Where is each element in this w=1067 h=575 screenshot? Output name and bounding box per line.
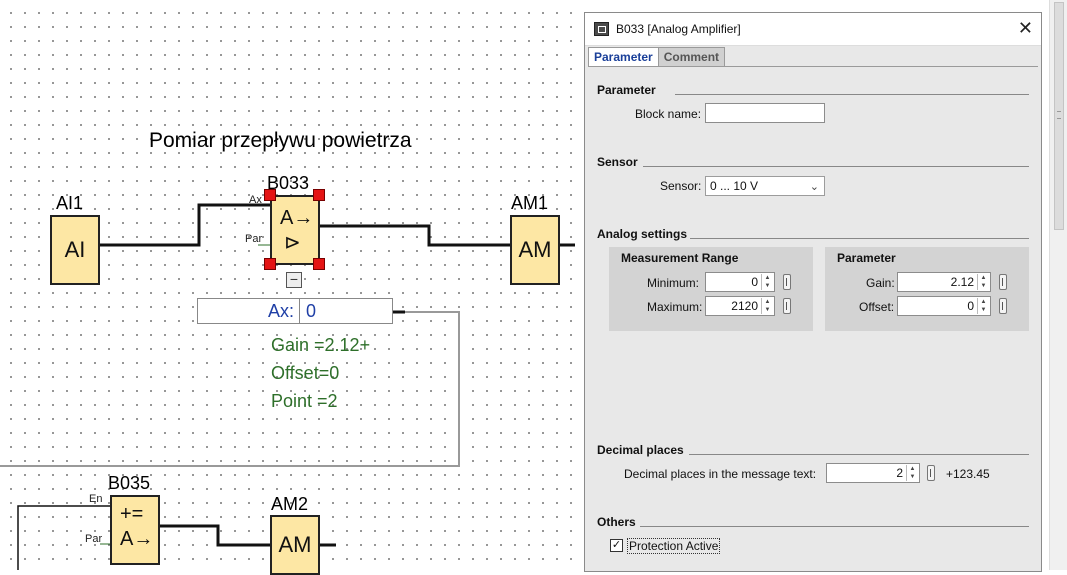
dialog-title: B033 [Analog Amplifier] (616, 22, 741, 36)
sensor-select[interactable]: 0 ... 10 V ⌄ (705, 176, 825, 196)
gain-label: Gain: (866, 276, 895, 290)
minimum-input[interactable]: 0 ▲▼ (705, 272, 775, 292)
maximum-input[interactable]: 2120 ▲▼ (705, 296, 775, 316)
block-name-label: Block name: (635, 107, 702, 121)
protection-label[interactable]: Protection Active (627, 538, 721, 554)
collapse-params-button[interactable]: − (286, 272, 302, 288)
block-b035-pin-en: En (89, 493, 103, 505)
gain-value: 2.12 (950, 275, 974, 289)
dialog-tabs: Parameter Comment (588, 47, 726, 67)
group-divider (689, 454, 1029, 455)
decimal-places-spinner[interactable]: ▲▼ (906, 465, 918, 481)
diagram-heading: Pomiar przepływu powietrza (149, 129, 412, 152)
offset-spinner[interactable]: ▲▼ (977, 298, 989, 314)
amplifier-icon: ⊳ (284, 232, 301, 254)
resize-handle-top-right[interactable] (313, 189, 325, 201)
ax-value: 0 (306, 301, 317, 321)
group-divider (643, 166, 1029, 167)
sensor-label: Sensor: (660, 179, 702, 193)
group-divider (690, 238, 1029, 239)
wire-ai1-b033 (99, 203, 270, 247)
param-point-text: Point =2 (271, 391, 338, 411)
parameter-panel: Parameter Gain: 2.12 ▲▼ Offset: 0 ▲▼ (825, 247, 1029, 331)
ax-display: Ax: 0 (197, 298, 393, 324)
group-sensor-heading: Sensor (597, 155, 638, 169)
offset-label: Offset: (859, 300, 895, 314)
maximum-link-icon[interactable] (783, 298, 791, 314)
minimum-link-icon[interactable] (783, 274, 791, 290)
block-b035-title: B035 (108, 473, 151, 493)
block-b033-pin-ax: Ax (249, 194, 262, 206)
gain-input[interactable]: 2.12 ▲▼ (897, 272, 991, 292)
block-app-icon (594, 22, 609, 36)
parameter-panel-heading: Parameter (837, 251, 896, 265)
gain-link-icon[interactable] (999, 274, 1007, 290)
param-offset-text: Offset=0 (271, 363, 340, 383)
block-am2-title: AM2 (271, 494, 309, 514)
decimal-preview: +123.45 (946, 467, 990, 481)
gain-spinner[interactable]: ▲▼ (977, 274, 989, 290)
block-am2-symbol: AM (278, 532, 312, 557)
sensor-select-value: 0 ... 10 V (710, 179, 759, 193)
decimal-link-icon[interactable] (927, 465, 935, 481)
maximum-value: 2120 (731, 299, 758, 313)
close-icon[interactable]: ✕ (1017, 18, 1033, 38)
tab-parameter[interactable]: Parameter (588, 47, 659, 67)
block-b035-symbol-bottom: A→ (120, 528, 154, 550)
protection-checkbox[interactable]: ✓ (610, 539, 623, 552)
vertical-scrollbar[interactable] (1049, 0, 1067, 570)
tab-divider (588, 66, 1038, 67)
group-others-heading: Others (597, 515, 636, 529)
maximum-spinner[interactable]: ▲▼ (761, 298, 773, 314)
analog-amplifier-dialog: B033 [Analog Amplifier] ✕ Parameter Comm… (584, 12, 1042, 572)
group-parameter-heading: Parameter (597, 83, 656, 97)
param-gain-text: Gain =2.12+ (271, 335, 371, 355)
block-am1[interactable]: AM (510, 215, 560, 285)
measurement-range-panel: Measurement Range Minimum: 0 ▲▼ Maximum:… (609, 247, 813, 331)
measurement-range-heading: Measurement Range (621, 251, 739, 265)
wire-b035-am2 (159, 524, 272, 547)
maximum-label: Maximum: (647, 300, 703, 314)
wire-b035-en (17, 505, 110, 570)
block-am2[interactable]: AM (270, 515, 320, 575)
block-am1-symbol: AM (518, 237, 552, 262)
block-name-input[interactable] (705, 103, 825, 123)
block-am1-title: AM1 (511, 193, 549, 213)
block-b033-symbol-top: A→ (280, 207, 314, 229)
block-ai1[interactable]: AI (50, 215, 100, 285)
ax-label: Ax: (198, 299, 300, 323)
resize-handle-bottom-right[interactable] (313, 258, 325, 270)
dialog-titlebar[interactable]: B033 [Analog Amplifier] ✕ (585, 13, 1041, 46)
group-decimal-heading: Decimal places (597, 443, 684, 457)
minimum-value: 0 (751, 275, 758, 289)
tab-comment[interactable]: Comment (658, 47, 726, 67)
chevron-down-icon: ⌄ (809, 181, 819, 193)
wiring-layer (0, 203, 575, 570)
wire-b033-am1 (320, 224, 512, 247)
resize-handle-bottom-left[interactable] (264, 258, 276, 270)
decimal-places-label: Decimal places in the message text: (624, 467, 817, 481)
block-b033-pin-par: Par (245, 233, 263, 245)
offset-input[interactable]: 0 ▲▼ (897, 296, 991, 316)
scrollbar-thumb[interactable] (1054, 2, 1064, 230)
block-ai1-symbol: AI (64, 237, 86, 262)
block-b035-pin-par: Par (85, 533, 103, 545)
minimum-spinner[interactable]: ▲▼ (761, 274, 773, 290)
wire-feedback (0, 311, 460, 467)
minimum-label: Minimum: (647, 276, 700, 290)
decimal-places-value: 2 (896, 466, 903, 480)
group-divider (675, 94, 1029, 95)
offset-link-icon[interactable] (999, 298, 1007, 314)
diagram-canvas[interactable]: Pomiar przepływu powietrza AI1 AI B033 A… (0, 0, 583, 575)
resize-handle-top-left[interactable] (264, 189, 276, 201)
group-divider (640, 526, 1029, 527)
block-b033[interactable]: A→ ⊳ (270, 195, 320, 265)
group-analog-heading: Analog settings (597, 227, 688, 241)
decimal-places-input[interactable]: 2 ▲▼ (826, 463, 920, 483)
offset-value: 0 (967, 299, 974, 313)
block-b035[interactable]: += A→ (110, 495, 160, 565)
block-b033-title: B033 (267, 173, 310, 193)
block-ai1-title: AI1 (56, 193, 84, 213)
block-b035-symbol-top: += (120, 503, 144, 525)
